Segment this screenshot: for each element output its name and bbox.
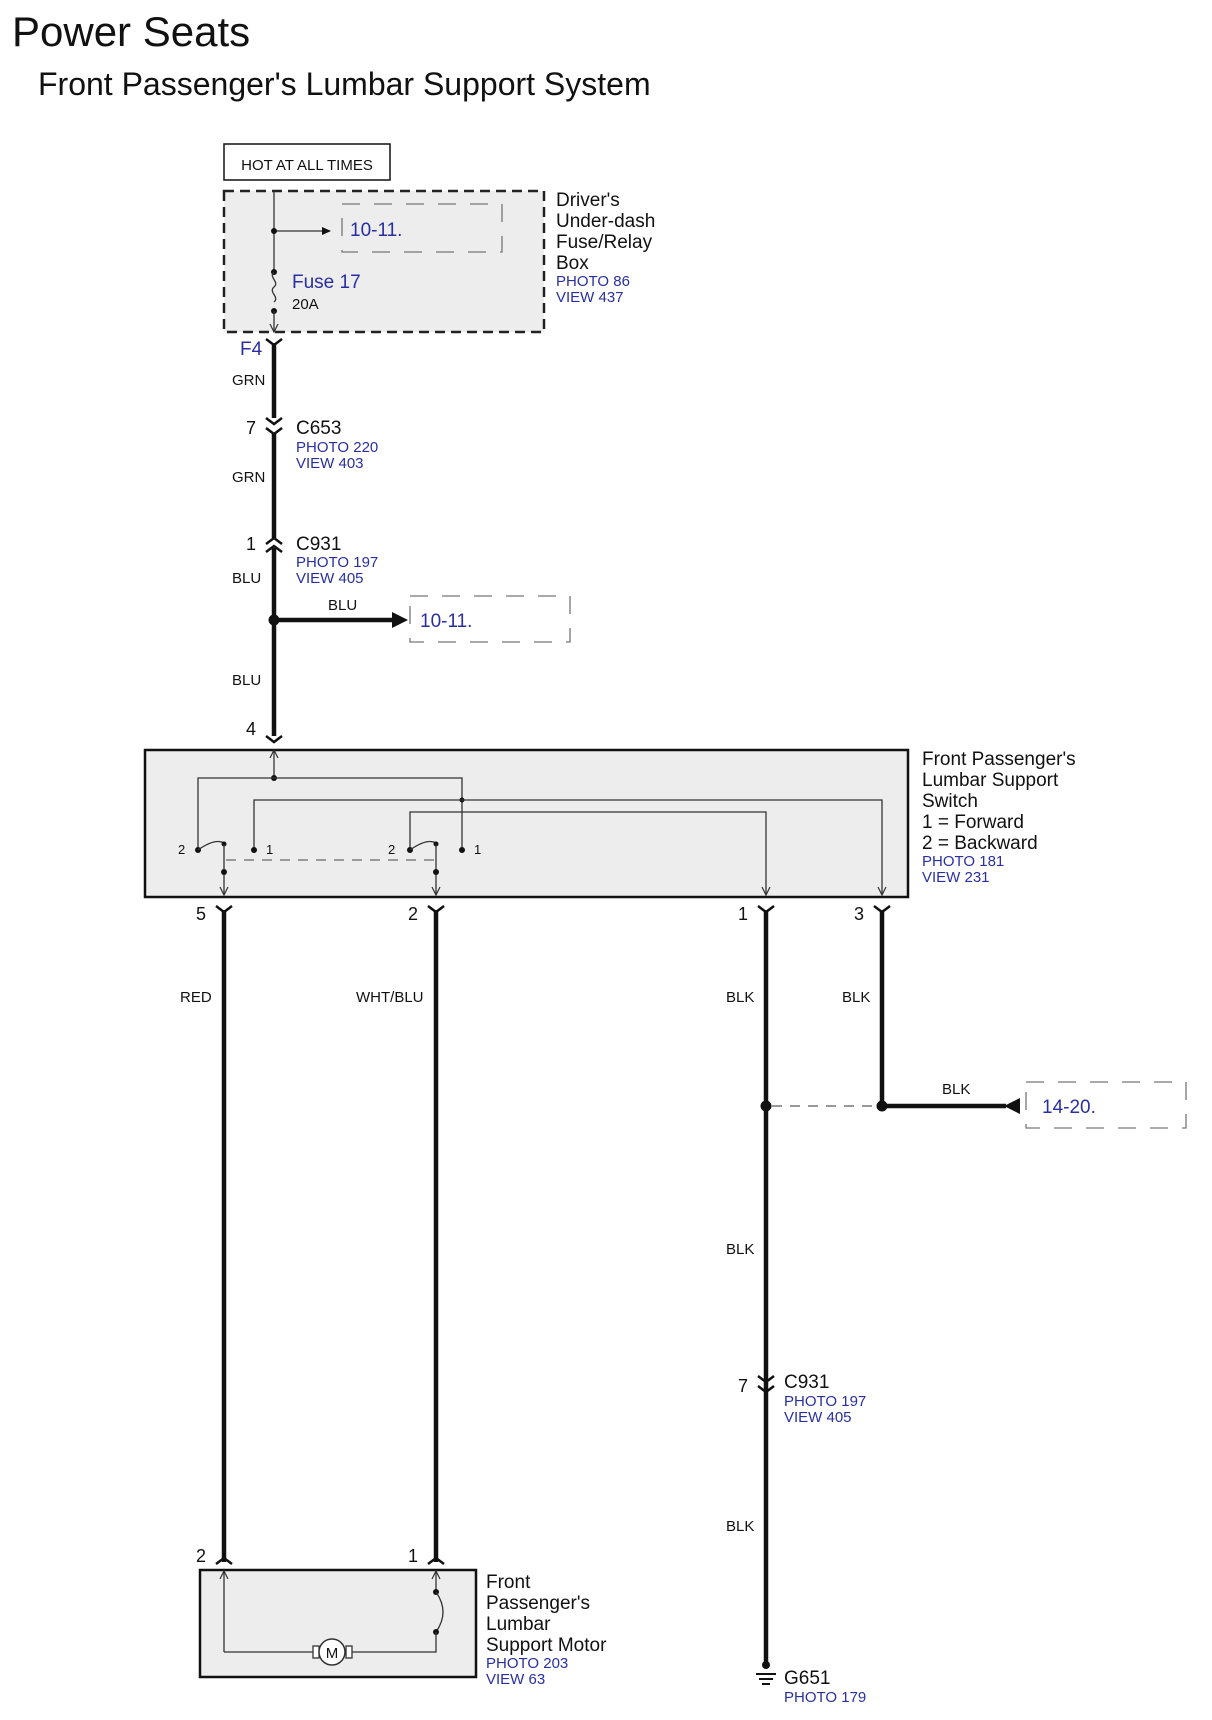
svg-text:7: 7 [246,418,256,438]
svg-text:C931: C931 [296,534,341,555]
switch-pin-1: 1 [738,904,748,924]
switch-bottom-pins: 5 2 1 3 [196,904,891,924]
lumbar-support-motor: M [198,1568,478,1679]
svg-text:Under-dash: Under-dash [556,211,655,232]
blu-xref: 10-11. [420,611,472,632]
svg-text:VIEW 63: VIEW 63 [486,1671,545,1688]
svg-text:PHOTO 197: PHOTO 197 [784,1393,866,1410]
motor-pin-1: 1 [408,1546,418,1566]
svg-text:VIEW 403: VIEW 403 [296,455,364,472]
fuse-terminal: F4 [240,339,263,360]
fuse-xref-box [341,203,503,253]
wire-label-blk-lower-1: BLK [726,1241,754,1258]
svg-text:PHOTO 181: PHOTO 181 [922,853,1004,870]
svg-text:Fuse/Relay: Fuse/Relay [556,232,653,253]
ground-g651: G651 PHOTO 179 [756,1661,866,1706]
wire-label-grn-1: GRN [232,372,265,389]
svg-text:Lumbar Support: Lumbar Support [922,770,1059,791]
fuse-17-symbol [271,271,277,303]
svg-text:1: 1 [246,534,256,554]
contact-label-1a: 1 [266,842,273,857]
fuse-rating: 20A [292,296,319,313]
connector-c931-bottom: 7 C931 PHOTO 197 VIEW 405 [738,1372,866,1426]
svg-text:PHOTO 86: PHOTO 86 [556,273,630,290]
svg-text:PHOTO 197: PHOTO 197 [296,554,378,571]
svg-text:Box: Box [556,253,589,274]
blk-xref: 14-20. [1042,1097,1096,1118]
svg-text:Front: Front [486,1572,531,1593]
svg-text:7: 7 [738,1376,748,1396]
fuse-xref: 10-11. [350,220,402,241]
svg-text:PHOTO 203: PHOTO 203 [486,1655,568,1672]
svg-text:1 = Forward: 1 = Forward [922,812,1024,833]
blu-xref-box [409,595,571,643]
blk-xref-box [1025,1081,1187,1129]
wire-label-blk-3: BLK [842,989,870,1006]
page-subtitle: Front Passenger's Lumbar Support System [38,66,651,102]
svg-text:Passenger's: Passenger's [486,1593,590,1614]
svg-text:Lumbar: Lumbar [486,1614,551,1635]
svg-text:Front Passenger's: Front Passenger's [922,749,1076,770]
motor-pins: 2 1 [196,1546,445,1566]
power-source-box: HOT AT ALL TIMES [223,143,391,181]
svg-text:VIEW 437: VIEW 437 [556,289,624,306]
svg-text:G651: G651 [784,1668,830,1689]
svg-text:PHOTO 220: PHOTO 220 [296,439,378,456]
switch-pin-2: 2 [408,904,418,924]
svg-text:C653: C653 [296,418,341,439]
blk-splice-left [760,1100,772,1112]
motor-pin-2: 2 [196,1546,206,1566]
switch-pin-3: 3 [854,904,864,924]
contact-label-2b: 2 [388,842,395,857]
svg-text:VIEW 405: VIEW 405 [784,1409,852,1426]
svg-text:Support Motor: Support Motor [486,1635,607,1656]
connector-c653: 7 C653 PHOTO 220 VIEW 403 [246,417,378,472]
switch-pin-5: 5 [196,904,206,924]
wire-label-blu-branch: BLU [328,597,357,614]
wire-label-blu-1: BLU [232,570,261,587]
contact-label-2a: 2 [178,842,185,857]
contact-label-1b: 1 [474,842,481,857]
connector-c931-top: 1 C931 PHOTO 197 VIEW 405 [246,534,378,587]
switch-pin-4: 4 [246,719,256,739]
wire-label-blk-branch: BLK [942,1081,970,1098]
power-source-label: HOT AT ALL TIMES [241,157,373,174]
svg-text:Driver's: Driver's [556,190,620,211]
wire-label-blu-2: BLU [232,672,261,689]
motor-symbol: M [326,1645,339,1662]
fuse-box-name: Driver's Under-dash Fuse/Relay Box PHOTO… [556,190,655,306]
svg-text:VIEW 405: VIEW 405 [296,570,364,587]
svg-text:C931: C931 [784,1372,829,1393]
wire-label-blk-lower-2: BLK [726,1518,754,1535]
switch-name: Front Passenger's Lumbar Support Switch … [922,749,1076,886]
wire-label-wht-blu: WHT/BLU [356,989,424,1006]
svg-text:PHOTO 179: PHOTO 179 [784,1689,866,1706]
wire-label-blk-1: BLK [726,989,754,1006]
page-title: Power Seats [12,8,251,55]
wire-label-grn-2: GRN [232,469,265,486]
lumbar-support-switch: 2 1 2 1 [143,748,910,899]
motor-icon [318,1638,346,1666]
fuse-relay-box: 10-11. Fuse 17 20A [222,189,546,334]
wire-label-red: RED [180,989,212,1006]
motor-name: Front Passenger's Lumbar Support Motor P… [486,1572,607,1688]
svg-text:2 = Backward: 2 = Backward [922,833,1038,854]
svg-text:Switch: Switch [922,791,978,812]
svg-text:VIEW 231: VIEW 231 [922,869,990,886]
fuse-label: Fuse 17 [292,272,361,293]
